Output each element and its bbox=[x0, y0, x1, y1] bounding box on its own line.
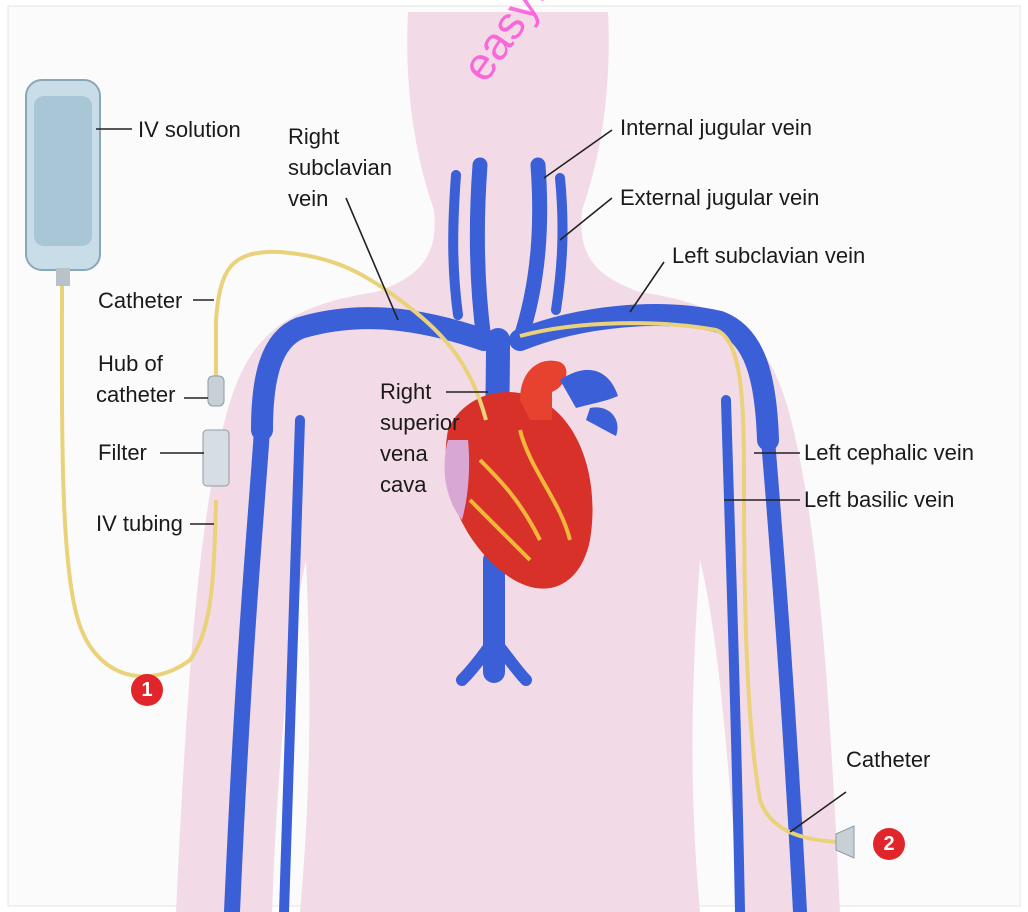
label-right-subclavian-3: vein bbox=[288, 183, 328, 214]
label-iv-tubing: IV tubing bbox=[96, 508, 183, 539]
hub-of-catheter-shape bbox=[208, 376, 224, 406]
marker-1: 1 bbox=[131, 674, 163, 706]
label-hub-line1: Hub of bbox=[98, 348, 163, 379]
label-filter: Filter bbox=[98, 437, 147, 468]
label-internal-jugular: Internal jugular vein bbox=[620, 112, 812, 143]
label-svc-2: superior bbox=[380, 407, 459, 438]
right-external-jugular bbox=[453, 175, 458, 315]
label-left-subclavian: Left subclavian vein bbox=[672, 240, 865, 271]
label-svc-4: cava bbox=[380, 469, 426, 500]
label-external-jugular: External jugular vein bbox=[620, 182, 819, 213]
marker-2: 2 bbox=[873, 828, 905, 860]
label-right-subclavian-2: subclavian bbox=[288, 152, 392, 183]
label-left-cephalic: Left cephalic vein bbox=[804, 437, 974, 468]
label-svc-3: vena bbox=[380, 438, 428, 469]
iv-bag bbox=[26, 80, 100, 286]
filter-shape bbox=[203, 430, 229, 486]
label-catheter-right: Catheter bbox=[846, 744, 930, 775]
label-hub-line2: catheter bbox=[96, 379, 176, 410]
label-catheter-left: Catheter bbox=[98, 285, 182, 316]
label-left-basilic: Left basilic vein bbox=[804, 484, 954, 515]
label-svc-1: Right bbox=[380, 376, 431, 407]
label-right-subclavian-1: Right bbox=[288, 121, 339, 152]
label-iv-solution: IV solution bbox=[138, 114, 241, 145]
right-internal-jugular bbox=[477, 165, 484, 340]
